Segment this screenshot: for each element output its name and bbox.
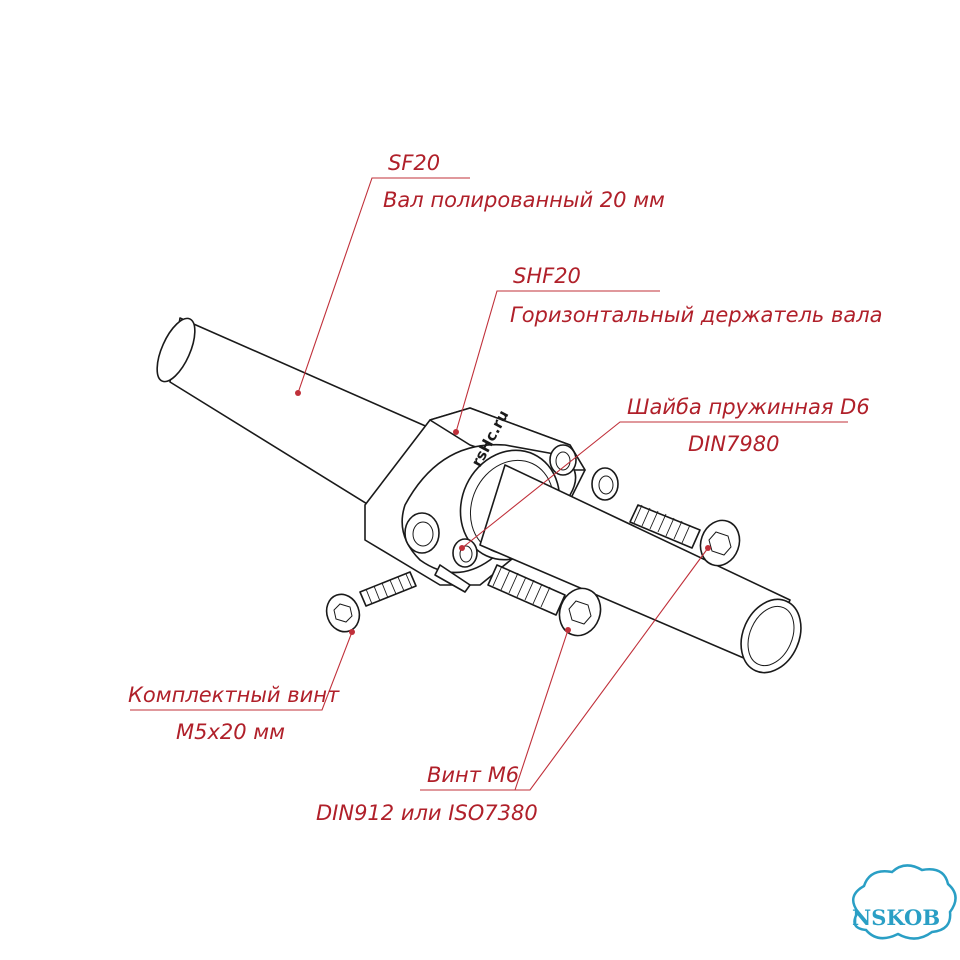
screw-m6-label: Винт M6 xyxy=(427,763,519,787)
shaft-description: Вал полированный 20 мм xyxy=(383,188,665,212)
shaft-code: SF20 xyxy=(388,151,440,175)
screw-m5 xyxy=(325,571,417,633)
screw-m6-lower xyxy=(487,564,602,637)
holder-code: SHF20 xyxy=(513,264,581,288)
screw-m6-upper xyxy=(629,504,741,567)
leader-washer xyxy=(459,421,848,551)
washer-standard: DIN7980 xyxy=(688,432,780,456)
screw-m6-standard: DIN912 или ISO7380 xyxy=(316,801,538,825)
leader-holder xyxy=(453,290,660,435)
screw-m5-size: M5x20 мм xyxy=(176,720,285,744)
holder-description: Горизонтальный держатель вала xyxy=(510,303,883,327)
watermark-text: NSKOB xyxy=(852,905,940,930)
leader-screw-m5 xyxy=(130,629,355,711)
leader-screw-m6 xyxy=(420,545,711,791)
washer-label: Шайба пружинная D6 xyxy=(627,395,870,419)
polished-shaft xyxy=(156,317,431,516)
polished-shaft-front xyxy=(479,464,802,674)
spring-washer-left xyxy=(452,538,478,568)
screw-m5-label: Комплектный винт xyxy=(128,683,340,707)
watermark-logo: NSKOB xyxy=(851,864,957,940)
leader-shaft xyxy=(295,177,470,396)
spring-washer-right xyxy=(591,467,619,501)
